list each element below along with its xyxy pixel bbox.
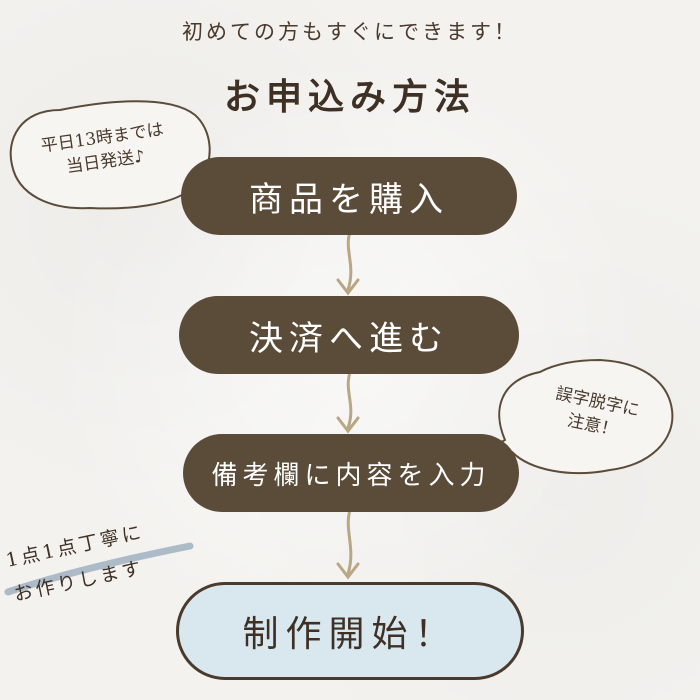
step-enter-notes: 備考欄に内容を入力 [183, 434, 519, 512]
subtitle: 初めての方もすぐにできます！ [182, 20, 518, 44]
step-checkout: 決済へ進む [179, 296, 519, 374]
step-production-start: 制作開始！ [176, 582, 524, 680]
page-title: お申込み方法 [223, 76, 476, 118]
step-purchase: 商品を購入 [181, 157, 517, 235]
